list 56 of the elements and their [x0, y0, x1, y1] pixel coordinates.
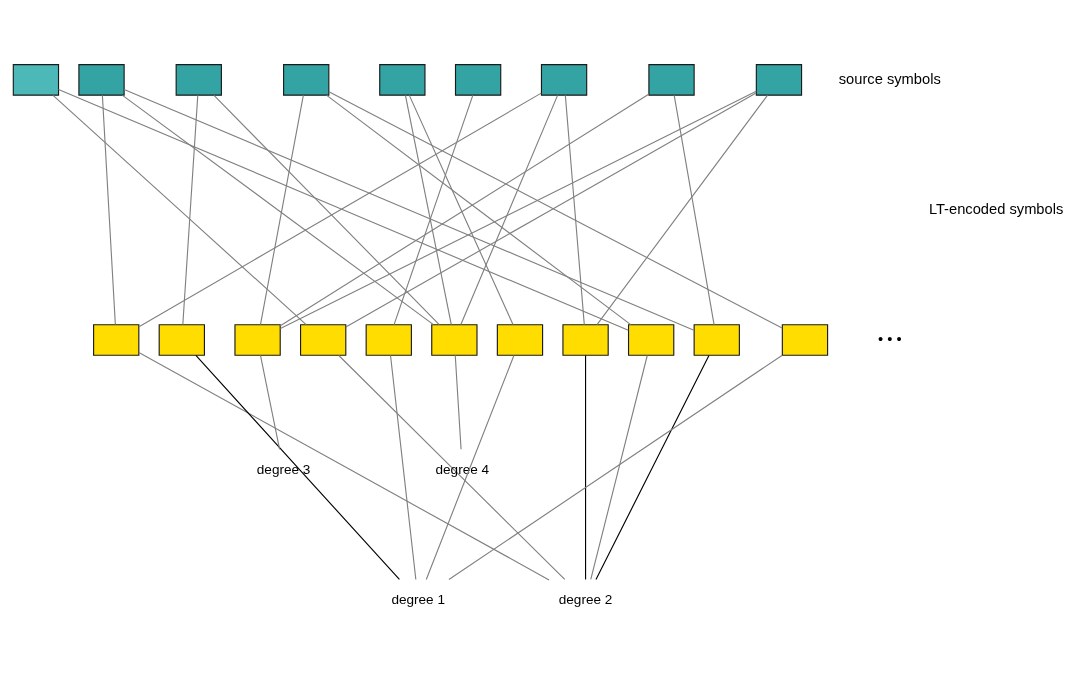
- node-box: [365, 323, 412, 356]
- label: • • •: [877, 330, 902, 347]
- connector: [259, 354, 281, 450]
- node-box: [175, 63, 222, 96]
- connector: [279, 93, 650, 326]
- connector: [195, 354, 400, 580]
- connector: [389, 354, 417, 580]
- connector: [425, 354, 515, 580]
- connector: [121, 94, 435, 325]
- connector: [448, 354, 783, 580]
- node-box: [562, 323, 609, 356]
- node-box: [78, 63, 125, 96]
- connector: [182, 94, 199, 325]
- node-box: [93, 323, 140, 356]
- node-box: [540, 63, 588, 96]
- connector: [259, 94, 304, 325]
- node-text: degree 1: [391, 591, 445, 607]
- connector: [564, 94, 585, 325]
- node-box: [781, 323, 829, 356]
- node-box: [12, 63, 60, 96]
- connector: [138, 351, 550, 580]
- connector: [590, 354, 648, 580]
- connector: [101, 94, 116, 325]
- node-box: [300, 323, 347, 356]
- label: LT-encoded symbols: [928, 200, 1064, 217]
- label: source symbols: [838, 70, 941, 87]
- node-box: [234, 323, 281, 356]
- connector: [454, 354, 462, 450]
- connector: [213, 94, 440, 325]
- connector: [52, 94, 307, 325]
- connector: [338, 354, 566, 580]
- connector: [326, 94, 632, 325]
- connector: [595, 354, 710, 580]
- node-box: [454, 63, 502, 96]
- node-text: degree 4: [435, 461, 490, 477]
- connector: [404, 94, 452, 325]
- node-box: [648, 63, 695, 96]
- connector: [123, 88, 695, 331]
- node-box: [158, 323, 205, 356]
- node-box: [283, 63, 330, 96]
- connector: [58, 88, 629, 331]
- connector: [138, 92, 542, 327]
- node-box: [379, 63, 426, 96]
- node-text: degree 2: [558, 591, 613, 607]
- node-box: [693, 323, 740, 356]
- connector: [460, 94, 559, 325]
- connector: [596, 94, 768, 325]
- node-box: [431, 323, 478, 356]
- connector: [393, 94, 474, 325]
- node-box: [627, 323, 675, 356]
- node-text: degree 3: [256, 461, 311, 477]
- connector: [408, 94, 514, 325]
- connector: [585, 354, 587, 580]
- connector: [673, 94, 715, 325]
- node-box: [755, 63, 803, 96]
- node-box: [496, 323, 544, 356]
